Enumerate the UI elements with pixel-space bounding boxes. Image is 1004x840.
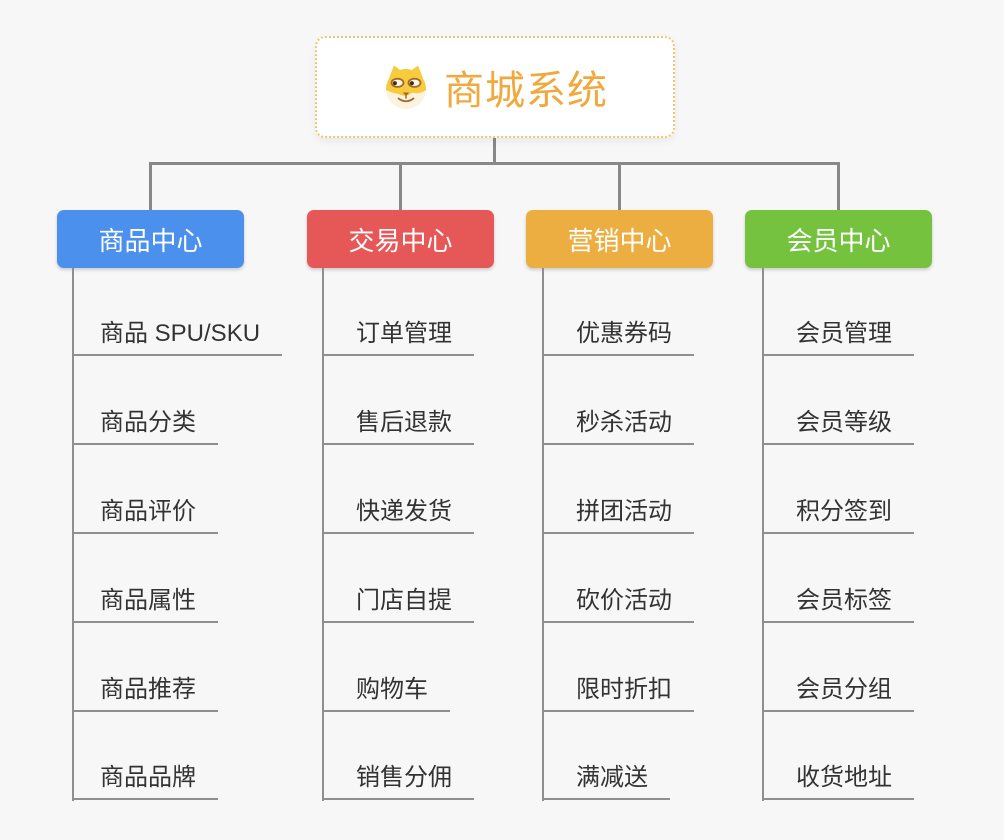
- branch-node-trade-center[interactable]: 交易中心: [307, 210, 494, 268]
- root-node[interactable]: 商城系统: [315, 36, 675, 138]
- leaf-node[interactable]: 购物车: [322, 668, 450, 712]
- connector-branch-drop: [618, 162, 621, 210]
- leaf-node[interactable]: 满减送: [542, 756, 670, 800]
- leaf-node[interactable]: 门店自提: [322, 579, 474, 623]
- leaf-node[interactable]: 商品评价: [72, 490, 218, 534]
- leaf-node[interactable]: 会员分组: [762, 668, 914, 712]
- leaf-node[interactable]: 收货地址: [762, 756, 914, 800]
- connector-branch-drop: [837, 162, 840, 210]
- leaf-node[interactable]: 会员标签: [762, 579, 914, 623]
- leaf-node[interactable]: 商品属性: [72, 579, 218, 623]
- connector-children-line: [542, 268, 544, 801]
- doge-face-icon: [382, 64, 430, 110]
- leaf-node[interactable]: 商品 SPU/SKU: [72, 312, 283, 356]
- connector-children-line: [762, 268, 764, 801]
- branch-node-member-center[interactable]: 会员中心: [745, 210, 932, 268]
- leaf-node[interactable]: 拼团活动: [542, 490, 694, 534]
- leaf-node[interactable]: 商品品牌: [72, 756, 218, 800]
- connector-children-line: [72, 268, 74, 801]
- leaf-node[interactable]: 砍价活动: [542, 579, 694, 623]
- connector-branch-drop: [399, 162, 402, 210]
- connector-root-drop: [493, 138, 496, 165]
- branch-node-marketing-center[interactable]: 营销中心: [526, 210, 713, 268]
- leaf-node[interactable]: 会员管理: [762, 312, 914, 356]
- branch-node-product-center[interactable]: 商品中心: [57, 210, 244, 268]
- leaf-node[interactable]: 售后退款: [322, 401, 474, 445]
- root-title: 商城系统: [444, 69, 608, 113]
- leaf-node[interactable]: 会员等级: [762, 401, 914, 445]
- leaf-node[interactable]: 秒杀活动: [542, 401, 694, 445]
- connector-branch-drop: [149, 162, 152, 210]
- leaf-node[interactable]: 限时折扣: [542, 668, 694, 712]
- connector-trunk-horizontal: [149, 162, 840, 165]
- leaf-node[interactable]: 优惠券码: [542, 312, 694, 356]
- leaf-node[interactable]: 快递发货: [322, 490, 474, 534]
- connector-children-line: [322, 268, 324, 801]
- leaf-node[interactable]: 订单管理: [322, 312, 474, 356]
- leaf-node[interactable]: 积分签到: [762, 490, 914, 534]
- leaf-node[interactable]: 商品分类: [72, 401, 218, 445]
- leaf-node[interactable]: 商品推荐: [72, 668, 218, 712]
- leaf-node[interactable]: 销售分佣: [322, 756, 474, 800]
